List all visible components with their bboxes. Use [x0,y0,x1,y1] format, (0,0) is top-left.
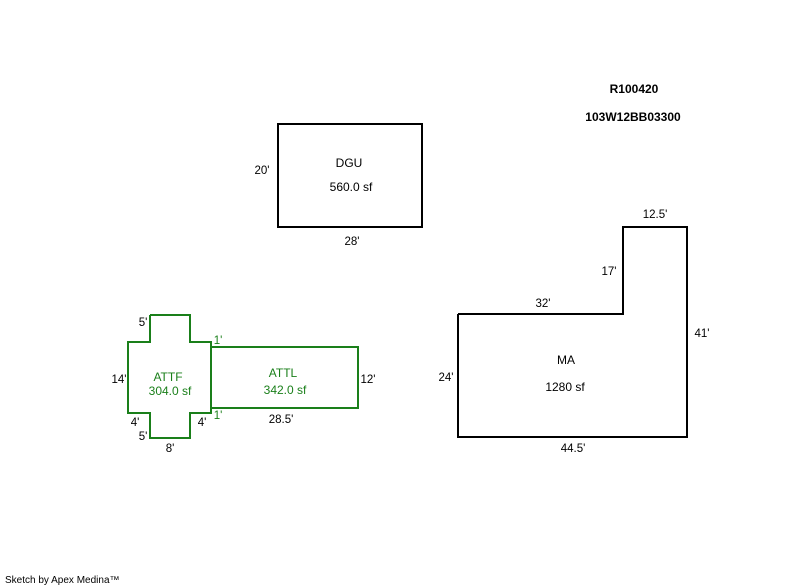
attl-right-dim: 12' [361,374,376,386]
attf-bottom-right-dim: 4' [198,417,207,429]
attl-bottom-offset-dim: 1' [214,410,223,422]
dgu-label: DGU [336,156,363,170]
dgu-outline [277,123,423,228]
attf-bottom-step-dim: 5' [139,431,148,443]
dgu-left-dim: 20' [255,165,270,177]
ma-top-right-dim: 12.5' [643,209,668,221]
attl-label: ATTL [269,366,298,380]
parcel-id: R100420 [610,82,659,96]
map-id: 103W12BB03300 [585,110,681,124]
attf-label: ATTF [153,370,182,384]
attf-bottom-dim: 8' [166,443,175,455]
dgu-bottom-dim: 28' [345,236,360,248]
attl-area: 342.0 sf [264,383,307,397]
attf-bottom-left-dim: 4' [131,417,140,429]
ma-right-dim: 41' [695,328,710,340]
ma-notch-horizontal-dim: 32' [536,298,551,310]
attl-outline [210,346,359,409]
ma-bottom-dim: 44.5' [561,443,586,455]
attl-bottom-dim: 28.5' [269,414,294,426]
ma-left-dim: 24' [439,372,454,384]
attf-left-dim: 14' [112,374,127,386]
ma-area: 1280 sf [545,380,585,394]
footer-credit: Sketch by Apex Medina™ [5,575,120,586]
attf-outline [127,314,212,439]
ma-label: MA [557,353,575,367]
dgu-area: 560.0 sf [330,180,373,194]
attl-top-offset-dim: 1' [214,335,223,347]
ma-notch-vertical-dim: 17' [602,266,617,278]
attf-area: 304.0 sf [149,384,192,398]
ma-outline [457,226,688,438]
attf-top-dim: 5' [139,317,148,329]
